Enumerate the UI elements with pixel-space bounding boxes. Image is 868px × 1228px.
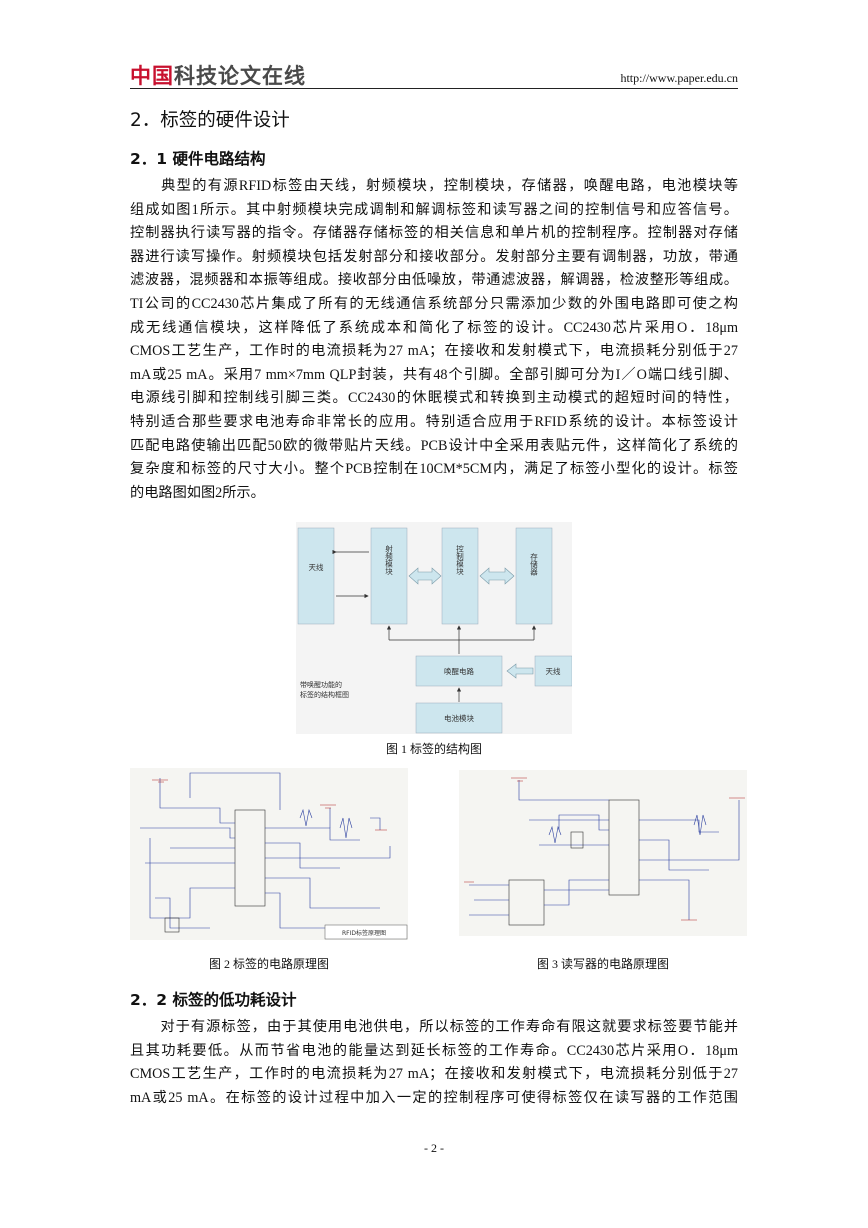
figure-1-block-diagram: 天线 射频模块 控制模块 存储器 唤醒电路 天线 电池模块 带唤醒功能的 标签的… <box>296 522 573 734</box>
block-mem-label: 存储器 <box>529 551 538 576</box>
figure-3-caption: 图 3 读写器的电路原理图 <box>536 957 669 971</box>
block-antenna-2 <box>534 655 573 687</box>
text-line: 特别适合那些要求电池寿命非常长的应用。特别适合应用于RFID系统的设计。本标签设… <box>130 413 738 430</box>
block-antenna <box>297 527 335 625</box>
text-line: 电源线引脚和控制线引脚三类。CC2430的休眠模式和转换到主动模式的超短时间的特… <box>130 390 738 407</box>
block-diagram-svg: 天线 射频模块 控制模块 存储器 唤醒电路 天线 电池模块 带唤醒功能的 标签的… <box>297 527 573 734</box>
text-line: TI公司的CC2430芯片集成了所有的无线通信系统部分只需添加少数的外围电路即可… <box>130 295 738 312</box>
text-line: 器进行读写操作。射频模块包括发射部分和接收部分。发射部分主要有调制器，功放，带通 <box>130 248 738 265</box>
diagram-note-line2: 标签的结构框图 <box>300 690 349 699</box>
block-rf-module <box>370 527 408 625</box>
block-ctrl-label: 控制模块 <box>455 544 464 577</box>
text-line: 典型的有源RFID标签由天线，射频模块，控制模块，存储器，唤醒电路，电池模块等 <box>130 178 738 194</box>
block-battery <box>415 702 503 734</box>
tag-schematic-svg: RFID标签原理图 <box>140 772 408 940</box>
figure-3-schematic <box>459 770 747 936</box>
schematic-title-label: RFID标签原理图 <box>342 929 386 937</box>
section-heading-2: 2．标签的硬件设计 <box>130 110 290 131</box>
text-line: 匹配电路使输出匹配50欧的微带贴片天线。PCB设计中全采用表贴元件，这样简化了系… <box>130 437 738 454</box>
paragraph-2-2: 对于有源标签，由于其使用电池供电，所以标签的工作寿命有限这就要求标签要节能并 且… <box>130 1016 738 1110</box>
header-divider <box>130 88 738 89</box>
double-arrow-ctrl-mem <box>479 567 515 585</box>
figure-1-caption: 图 1 标签的结构图 <box>385 742 482 756</box>
header-url[interactable]: http://www.paper.edu.cn <box>620 71 738 85</box>
arrow-antenna2-to-wake <box>506 663 534 679</box>
text-line: 控制器执行读写器的指令。存储器存储标签的相关信息和单片机的控制程序。控制器对存储 <box>130 225 738 242</box>
text-line: 对于有源标签，由于其使用电池供电，所以标签的工作寿命有限这就要求标签要节能并 <box>130 1019 738 1035</box>
block-antenna-label: 天线 <box>309 562 324 572</box>
logo-gray-text: 科技论文在线 <box>174 64 306 88</box>
text-line: CMOS工艺生产，工作时的电流损耗为27 mA；在接收和发射模式下，电流损耗分别… <box>130 343 738 360</box>
page-number: - 2 - <box>424 1141 444 1155</box>
block-rf-label: 射频模块 <box>384 544 393 577</box>
block-memory <box>515 527 553 625</box>
text-line: 成无线通信模块，这样降低了系统成本和简化了标签的设计。CC2430芯片采用O．1… <box>130 319 738 336</box>
text-line: 的电路图如图2所示。 <box>130 484 265 501</box>
block-wake-label: 唤醒电路 <box>444 666 474 676</box>
text-line: 且其功耗要低。从而节省电池的能量达到延长标签的工作寿命。CC2430芯片采用O．… <box>130 1042 738 1059</box>
text-line: mA或25 mA。采用7 mm×7mm QLP封装，共有48个引脚。全部引脚可分… <box>130 366 738 383</box>
text-line: 复杂度和标签的尺寸大小。整个PCB控制在10CM*5CM内，满足了标签小型化的设… <box>130 461 738 478</box>
block-battery-label: 电池模块 <box>444 713 474 723</box>
section-heading-2-1: 2．1 硬件电路结构 <box>130 150 266 168</box>
diagram-note-line1: 带唤醒功能的 <box>300 680 342 689</box>
double-arrow-rf-ctrl <box>408 567 442 585</box>
text-line: mA或25 mA。在标签的设计过程中加入一定的控制程序可使得标签仅在读写器的工作… <box>130 1089 738 1106</box>
paragraph-2-1: 典型的有源RFID标签由天线，射频模块，控制模块，存储器，唤醒电路，电池模块等 … <box>130 175 738 505</box>
journal-logo: 中国科技论文在线 <box>130 60 306 90</box>
block-antenna2-label: 天线 <box>546 666 561 676</box>
text-line: 滤波器，混频器和本振等组成。接收部分由低噪放，带通滤波器，解调器，检波整形等组成… <box>130 272 738 289</box>
block-wake-circuit <box>415 655 503 687</box>
figure-2-schematic: RFID标签原理图 <box>130 768 408 940</box>
reader-schematic-svg <box>464 777 745 926</box>
logo-red-text: 中国 <box>130 64 174 88</box>
text-line: CMOS工艺生产，工作时的电流损耗为27 mA；在接收和发射模式下，电流损耗分别… <box>130 1066 738 1083</box>
figure-2-caption: 图 2 标签的电路原理图 <box>208 957 329 971</box>
block-control-module <box>441 527 479 625</box>
section-heading-2-2: 2．2 标签的低功耗设计 <box>130 991 297 1009</box>
text-line: 组成如图1所示。其中射频模块完成调制和解调标签和读写器之间的控制信号和应答信号。 <box>130 201 738 218</box>
